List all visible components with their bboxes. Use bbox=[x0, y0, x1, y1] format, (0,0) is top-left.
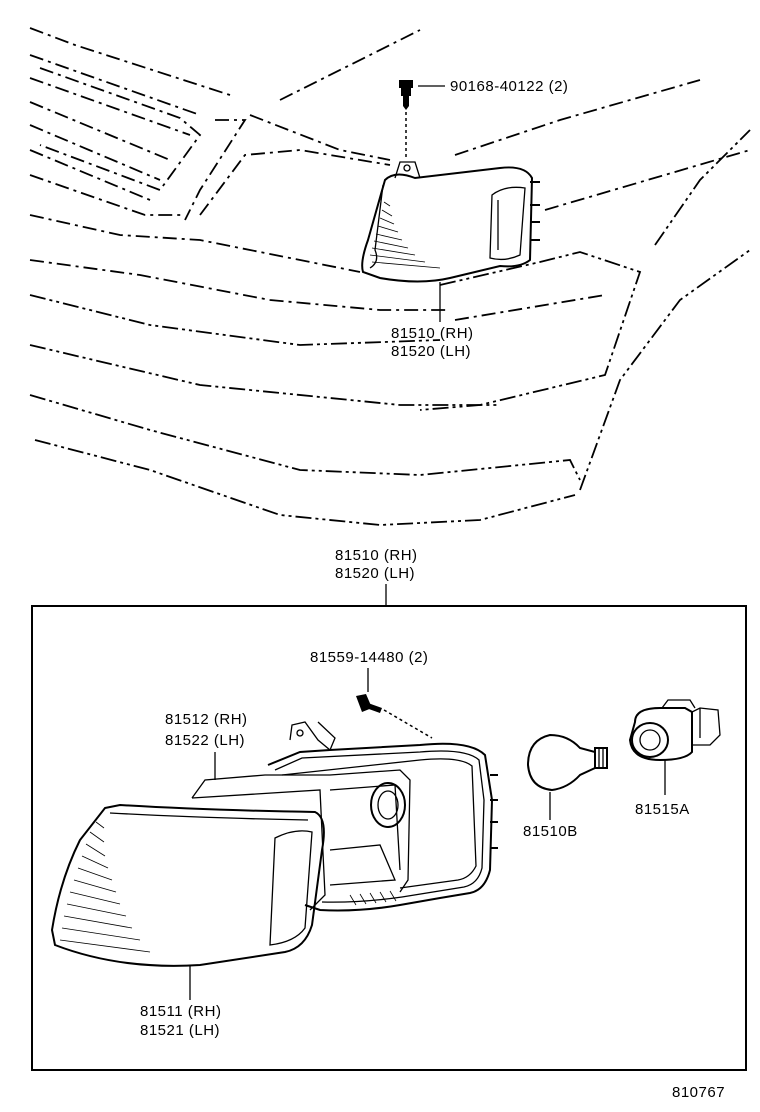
assembly-box bbox=[31, 605, 747, 1071]
gasket-rh-label: 81512 (RH) bbox=[165, 711, 248, 728]
diagram-number: 810767 bbox=[672, 1084, 725, 1101]
lamp-housing bbox=[267, 721, 498, 912]
assembly-lh-label: 81520 (LH) bbox=[335, 565, 415, 582]
lens-lh-label: 81521 (LH) bbox=[140, 1022, 220, 1039]
installed-corner-lamp bbox=[361, 161, 540, 283]
bulb-label: 81510B bbox=[523, 823, 578, 840]
socket-icon bbox=[628, 699, 721, 762]
assembly-rh-label: 81510 (RH) bbox=[335, 547, 418, 564]
lamp-lens bbox=[50, 803, 325, 967]
vehicle-front-outline bbox=[29, 27, 751, 526]
upper-screw-label: 90168-40122 (2) bbox=[450, 78, 568, 95]
upper-lamp-lh-label: 81520 (LH) bbox=[391, 343, 471, 360]
upper-lamp-rh-label: 81510 (RH) bbox=[391, 325, 474, 342]
lens-rh-label: 81511 (RH) bbox=[140, 1003, 221, 1020]
bulb-icon bbox=[526, 733, 608, 792]
gasket-lh-label: 81522 (LH) bbox=[165, 732, 245, 749]
upper-screw-icon bbox=[399, 80, 445, 160]
exploded-screw-label: 81559-14480 (2) bbox=[310, 649, 428, 666]
exploded-screw-icon bbox=[356, 694, 433, 739]
socket-label: 81515A bbox=[635, 801, 690, 818]
